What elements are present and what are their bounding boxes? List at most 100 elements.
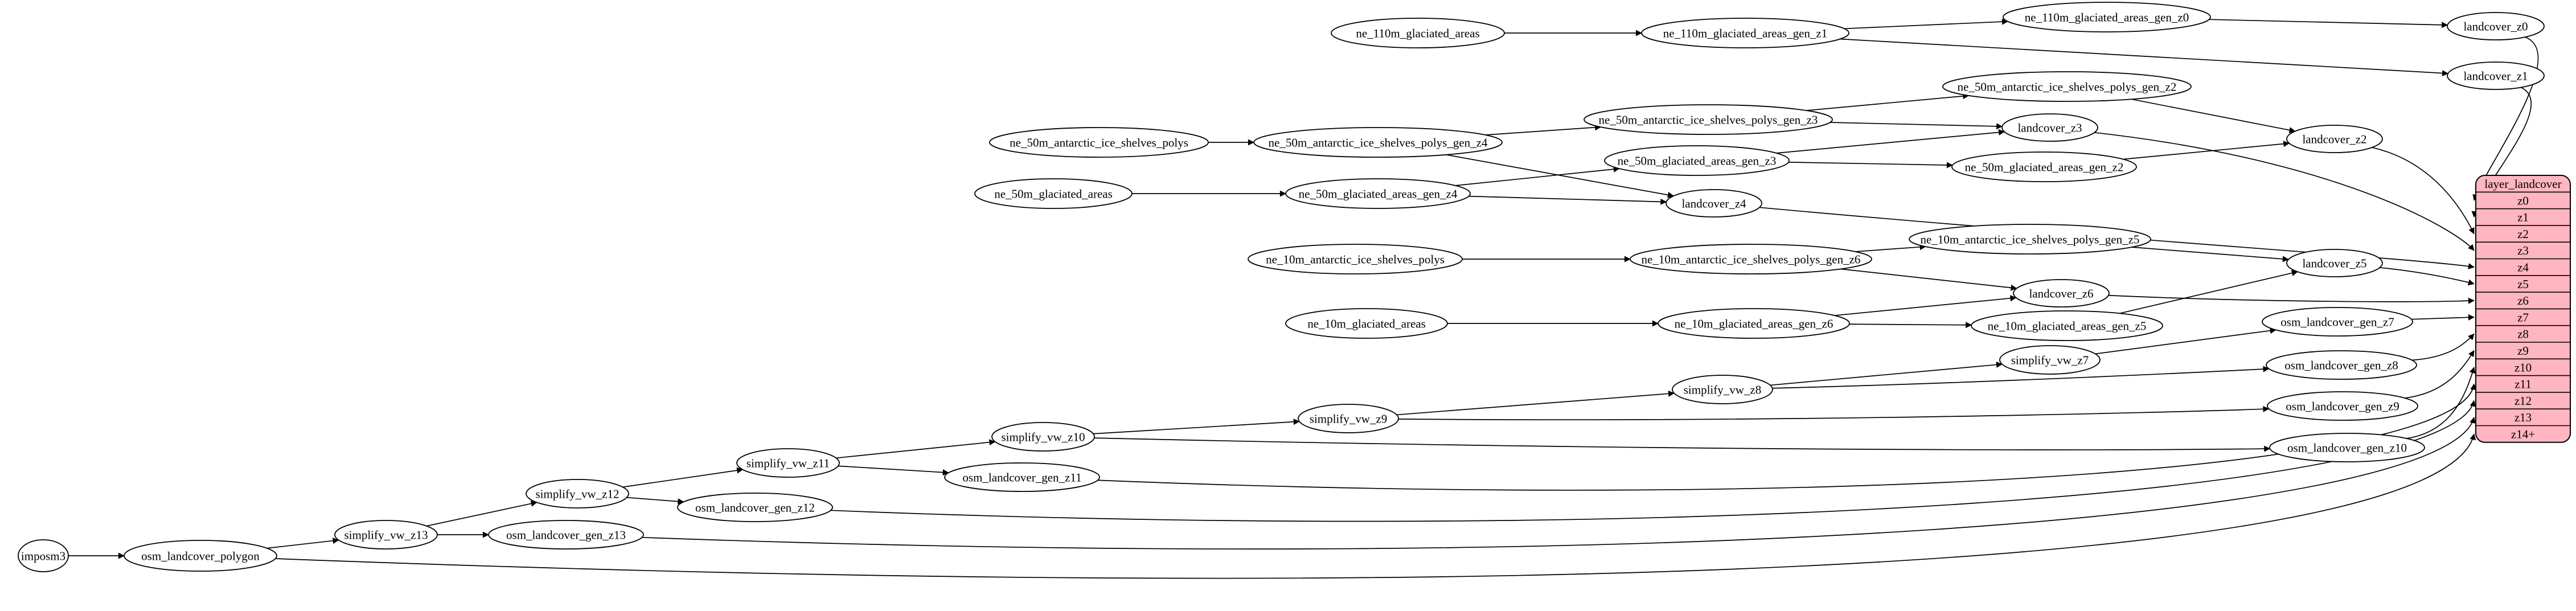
node-label-landcover_z4: landcover_z4 [1681,196,1746,210]
node-label-landcover_z1: landcover_z1 [2463,69,2528,83]
edge-ne_10m_antarctic_ice_shelves_polys_gen_z5-to-landcover_z5 [2131,247,2289,263]
edge-ne_50m_glaciated_areas_gen_z2-to-landcover_z2 [2123,141,2290,160]
node-label-osm_landcover_gen_z9: osm_landcover_gen_z9 [2286,399,2399,413]
node-ellipse-ne_50m_glaciated_areas_gen_z4 [1285,178,1471,209]
edge-ne_50m_antarctic_ice_shelves_polys_gen_z2-to-landcover_z2 [2131,99,2296,133]
node-ellipse-osm_landcover_gen_z9 [2267,391,2418,421]
node-label-ne_10m_glaciated_areas_gen_z6: ne_10m_glaciated_areas_gen_z6 [1675,317,1833,330]
node-label-ne_50m_antarctic_ice_shelves_polys_gen_z4: ne_50m_antarctic_ice_shelves_polys_gen_z… [1269,136,1488,149]
node-ellipse-osm_landcover_gen_z8 [2266,350,2417,380]
edge-simplify_vw_z11-to-osm_landcover_gen_z11 [838,465,949,476]
edge-ne_110m_glaciated_areas_gen_z0-to-landcover_z0 [2209,19,2448,28]
edge-osm_landcover_gen_z7-to-layer_landcover-z7 [2411,314,2475,321]
node-ellipse-osm_landcover_gen_z7 [2262,307,2413,337]
edge-ne_10m_glaciated_areas_gen_z6-to-ne_10m_glaciated_areas_gen_z5 [1849,322,1972,329]
node-label-simplify_vw_z8: simplify_vw_z8 [1684,383,1762,396]
node-ellipse-ne_10m_antarctic_ice_shelves_polys_gen_z6 [1630,244,1872,274]
node-label-landcover_z6: landcover_z6 [2029,286,2093,300]
table-row-z8: z8 [2517,327,2529,341]
edge-simplify_vw_z11-to-simplify_vw_z10 [836,439,996,459]
node-ellipse-ne_10m_antarctic_ice_shelves_polys_gen_z5 [1909,224,2151,255]
edge-ne_50m_antarctic_ice_shelves_polys_gen_z4-to-ne_50m_antarctic_ice_shelves_polys_gen_z3 [1485,124,1602,136]
table-row-z7: z7 [2517,310,2529,324]
node-ellipse-landcover_z2 [2286,125,2383,153]
edge-ne_50m_antarctic_ice_shelves_polys_gen_z4-to-landcover_z4 [1446,154,1674,198]
edge-ne_10m_antarctic_ice_shelves_polys_gen_z6-to-ne_10m_antarctic_ice_shelves_polys_gen_z5 [1855,244,1926,252]
node-ellipse-osm_landcover_gen_z11 [944,462,1100,492]
node-ellipse-osm_landcover_gen_z13 [488,520,644,550]
node-ellipse-simplify_vw_z12 [526,479,629,509]
node-ellipse-osm_landcover_polygon [124,540,277,572]
table-title: layer_landcover [2484,177,2561,191]
table-row-z4: z4 [2517,261,2529,274]
node-label-ne_50m_glaciated_areas_gen_z3: ne_50m_glaciated_areas_gen_z3 [1618,154,1777,167]
node-ellipse-ne_50m_glaciated_areas_gen_z3 [1604,145,1790,176]
node-label-ne_10m_antarctic_ice_shelves_polys: ne_10m_antarctic_ice_shelves_polys [1266,252,1445,266]
edge-ne_10m_glaciated_areas_gen_z5-to-landcover_z5 [2119,270,2298,314]
edge-landcover_z4-to-layer_landcover-z4 [1759,207,2475,269]
node-label-landcover_z5: landcover_z5 [2302,256,2366,270]
edge-ne_50m_antarctic_ice_shelves_polys_gen_z3-to-ne_50m_antarctic_ice_shelves_polys_gen_z2 [1806,93,1970,111]
table-row-z3: z3 [2517,244,2529,257]
node-ellipse-ne_50m_antarctic_ice_shelves_polys [989,127,1209,158]
edge-ne_110m_glaciated_areas_gen_z1-to-landcover_z1 [1840,38,2449,77]
table-row-z14+: z14+ [2511,428,2535,441]
table-row-z1: z1 [2517,211,2529,224]
node-label-ne_50m_glaciated_areas: ne_50m_glaciated_areas [994,187,1113,200]
edge-ne_50m_antarctic_ice_shelves_polys_gen_z3-to-landcover_z3 [1830,122,2003,130]
node-ellipse-simplify_vw_z9 [1298,404,1399,433]
node-label-ne_110m_glaciated_areas_gen_z1: ne_110m_glaciated_areas_gen_z1 [1663,26,1827,40]
table-row-z13: z13 [2515,411,2532,424]
edge-layer [68,18,2539,579]
edge-landcover_z6-to-layer_landcover-z6 [2108,294,2475,304]
node-label-ne_10m_antarctic_ice_shelves_polys_gen_z5: ne_10m_antarctic_ice_shelves_polys_gen_z… [1921,232,2140,246]
edge-osm_landcover_gen_z10-to-layer_landcover-z10 [2406,367,2476,439]
edge-ne_50m_glaciated_areas_gen_z3-to-ne_50m_glaciated_areas_gen_z2 [1788,162,1953,169]
node-label-osm_landcover_gen_z8: osm_landcover_gen_z8 [2284,358,2398,372]
node-ellipse-landcover_z4 [1666,189,1762,218]
node-label-simplify_vw_z10: simplify_vw_z10 [1002,430,1085,444]
node-label-simplify_vw_z13: simplify_vw_z13 [344,528,428,542]
edge-ne_10m_antarctic_ice_shelves_polys_gen_z6-to-landcover_z6 [1840,268,2017,291]
node-ellipse-simplify_vw_z7 [1999,345,2101,375]
edge-ne_10m_glaciated_areas_gen_z6-to-landcover_z6 [1834,295,2017,316]
edge-osm_landcover_gen_z13-to-layer_landcover-z13 [642,416,2476,550]
node-ellipse-ne_10m_glaciated_areas_gen_z5 [1971,310,2163,341]
node-label-landcover_z0: landcover_z0 [2463,19,2528,33]
node-label-simplify_vw_z9: simplify_vw_z9 [1310,412,1388,425]
table-row-z12: z12 [2515,394,2532,408]
edge-simplify_vw_z7-to-osm_landcover_gen_z7 [2095,327,2276,355]
node-ellipse-simplify_vw_z10 [991,422,1095,452]
node-label-simplify_vw_z12: simplify_vw_z12 [536,487,620,501]
edge-simplify_vw_z8-to-osm_landcover_gen_z8 [1772,366,2270,389]
node-label-osm_landcover_gen_z12: osm_landcover_gen_z12 [695,501,815,514]
node-ellipse-ne_110m_glaciated_areas_gen_z0 [2003,2,2211,32]
layer-landcover-table: layer_landcoverz0z1z2z3z4z5z6z7z8z9z10z1… [2475,175,2571,443]
node-ellipse-ne_50m_antarctic_ice_shelves_polys_gen_z2 [1942,71,2192,102]
node-label-imposm3: imposm3 [21,549,65,563]
node-label-landcover_z2: landcover_z2 [2302,132,2366,146]
edge-osm_landcover_gen_z11-to-layer_landcover-z11 [1097,383,2477,491]
node-ellipse-ne_10m_antarctic_ice_shelves_polys [1248,244,1463,274]
table-row-z5: z5 [2517,277,2529,291]
edge-landcover_z5-to-layer_landcover-z5 [2380,267,2475,286]
edge-ne_50m_glaciated_areas_gen_z4-to-ne_50m_glaciated_areas_gen_z3 [1455,166,1620,186]
node-label-ne_50m_glaciated_areas_gen_z4: ne_50m_glaciated_areas_gen_z4 [1299,187,1458,200]
node-label-ne_10m_glaciated_areas_gen_z5: ne_10m_glaciated_areas_gen_z5 [1988,319,2147,333]
node-ellipse-landcover_z1 [2447,61,2545,90]
node-label-ne_50m_antarctic_ice_shelves_polys_gen_z3: ne_50m_antarctic_ice_shelves_polys_gen_z… [1599,113,1818,126]
node-ellipse-osm_landcover_gen_z10 [2269,433,2425,462]
node-ellipse-ne_50m_antarctic_ice_shelves_polys_gen_z3 [1584,104,1833,135]
table-row-z2: z2 [2517,227,2529,241]
node-label-landcover_z3: landcover_z3 [2017,121,2082,134]
node-ellipse-ne_50m_antarctic_ice_shelves_polys_gen_z4 [1253,127,1503,158]
node-ellipse-imposm3 [18,539,69,572]
edge-simplify_vw_z10-to-simplify_vw_z9 [1093,419,1300,434]
node-label-osm_landcover_gen_z10: osm_landcover_gen_z10 [2287,441,2407,454]
edge-landcover_z3-to-layer_landcover-z3 [2094,132,2475,251]
node-label-ne_10m_antarctic_ice_shelves_polys_gen_z6: ne_10m_antarctic_ice_shelves_polys_gen_z… [1642,252,1861,266]
table-row-z10: z10 [2515,360,2532,374]
node-label-simplify_vw_z11: simplify_vw_z11 [746,456,830,470]
